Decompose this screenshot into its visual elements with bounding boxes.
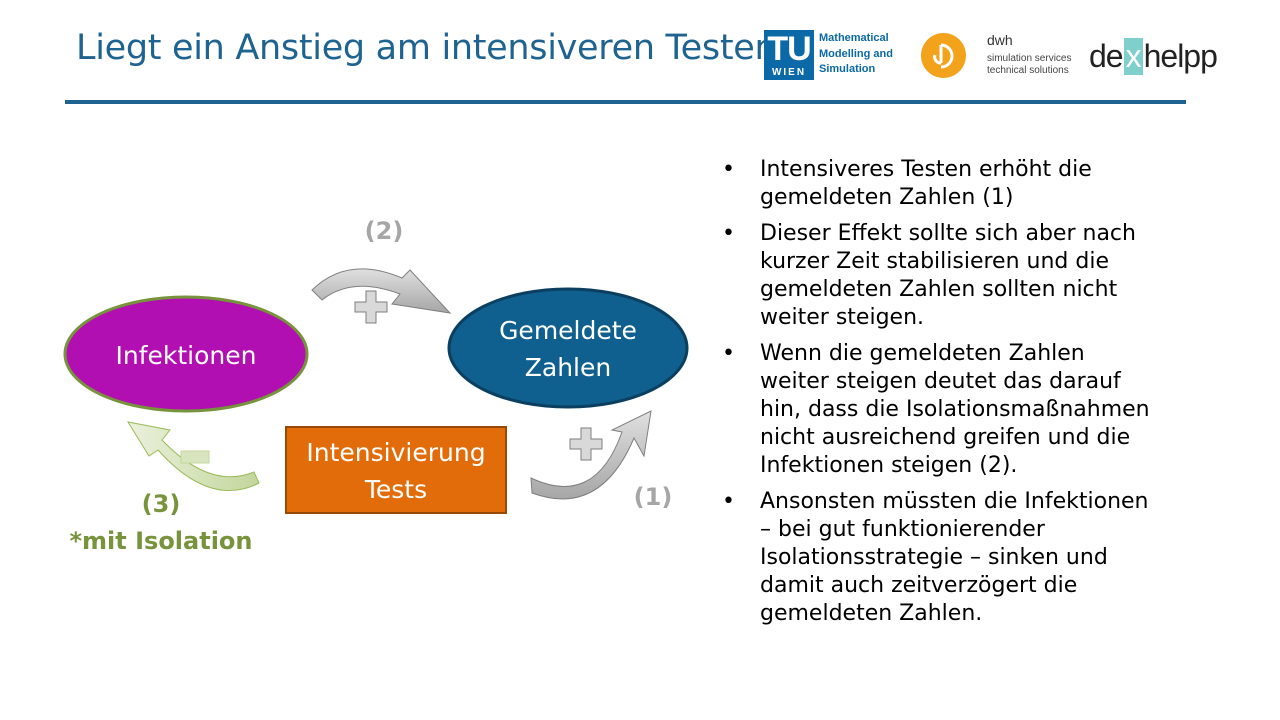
tu-logo-mark: TU — [767, 30, 811, 68]
tu-logo-line: Simulation — [819, 63, 876, 75]
dexhelpp-logo-pre: de — [1089, 38, 1124, 74]
feedback-diagram: Infektionen Gemeldete Zahlen Intensivier… — [63, 217, 689, 555]
bullet-line: gemeldeten Zahlen sollten nicht — [760, 277, 1118, 302]
title-divider — [65, 100, 1186, 104]
label-effect-3: (3) — [142, 490, 181, 518]
bullet-list: • Intensiveres Testen erhöht die gemelde… — [722, 156, 1192, 636]
bullet-item: • Ansonsten müssten die Infektionen – be… — [722, 488, 1192, 628]
arrow-tests-to-infections — [126, 421, 260, 491]
bullet-item: • Intensiveres Testen erhöht die gemelde… — [722, 156, 1192, 212]
bullet-line: nicht ausreichend greifen und die — [760, 425, 1131, 450]
bullet-dot: • — [722, 157, 735, 182]
arrow-tests-to-reported — [530, 410, 652, 500]
bullet-item: • Dieser Effekt sollte sich aber nach ku… — [722, 220, 1192, 332]
dexhelpp-logo-post: helpp — [1143, 38, 1218, 74]
tu-logo-line: Modelling and — [819, 47, 893, 60]
tu-logo-text: Mathematical Modelling and Simulation — [819, 31, 909, 78]
bullet-line: weiter steigen. — [760, 305, 925, 330]
bullet-line: damit auch zeitverzögert die — [760, 573, 1078, 598]
tu-logo-line: Mathematical — [819, 32, 889, 44]
bullet-line: gemeldeten Zahlen (1) — [760, 185, 1014, 210]
bullet-item: • Wenn die gemeldeten Zahlen weiter stei… — [722, 340, 1192, 480]
bullet-line: Ansonsten müssten die Infektionen — [760, 489, 1149, 514]
tu-logo-sub: WIEN — [771, 67, 807, 78]
bullet-dot: • — [722, 341, 735, 366]
node-reported-label-line2: Zahlen — [525, 353, 611, 382]
bullet-line: Wenn die gemeldeten Zahlen — [760, 341, 1085, 366]
dexhelpp-logo-box: x — [1123, 38, 1143, 75]
bullet-line: gemeldeten Zahlen. — [760, 601, 983, 626]
dwh-logo-sub2: technical solutions — [987, 65, 1069, 76]
bullet-dot: • — [722, 489, 735, 514]
node-tests-label-line2: Tests — [364, 475, 427, 504]
bullet-line: weiter steigen deutet das darauf — [760, 369, 1121, 394]
bullet-line: Intensiveres Testen erhöht die — [760, 157, 1092, 182]
bullet-dot: • — [722, 221, 735, 246]
label-effect-2: (2) — [365, 217, 404, 245]
node-reported-label-line1: Gemeldete — [499, 316, 637, 345]
bullet-line: Infektionen steigen (2). — [760, 453, 1018, 478]
label-effect-1: (1) — [634, 483, 673, 511]
plus-icon — [354, 290, 388, 324]
bullet-line: – bei gut funktionierender — [760, 517, 1045, 542]
node-reported-numbers — [447, 287, 689, 409]
node-infections — [63, 295, 309, 413]
dwh-logo-name: dwh — [987, 32, 1013, 48]
bullet-line: Isolationsstrategie – sinken und — [760, 545, 1108, 570]
node-infections-label: Infektionen — [116, 341, 257, 370]
bullet-line: Dieser Effekt sollte sich aber nach — [760, 221, 1136, 246]
bullet-line: hin, dass die Isolationsmaßnahmen — [760, 397, 1150, 422]
dwh-logo-sub1: simulation services — [987, 53, 1072, 64]
minus-icon — [180, 450, 210, 464]
node-intensified-tests — [285, 426, 507, 514]
tu-wien-logo: TU WIEN — [764, 30, 814, 80]
arrow-infections-to-reported — [311, 268, 452, 314]
slide-title: Liegt ein Anstieg am intensiveren Testen… — [76, 28, 795, 68]
label-with-isolation: *mit Isolation — [69, 527, 252, 555]
dexhelpp-logo: dexhelpp — [1089, 38, 1218, 75]
plus-icon — [569, 427, 603, 461]
bullet-line: kurzer Zeit stabilisieren und die — [760, 249, 1109, 274]
dwh-logo-icon — [921, 33, 966, 78]
node-tests-label-line1: Intensivierung — [306, 438, 485, 467]
